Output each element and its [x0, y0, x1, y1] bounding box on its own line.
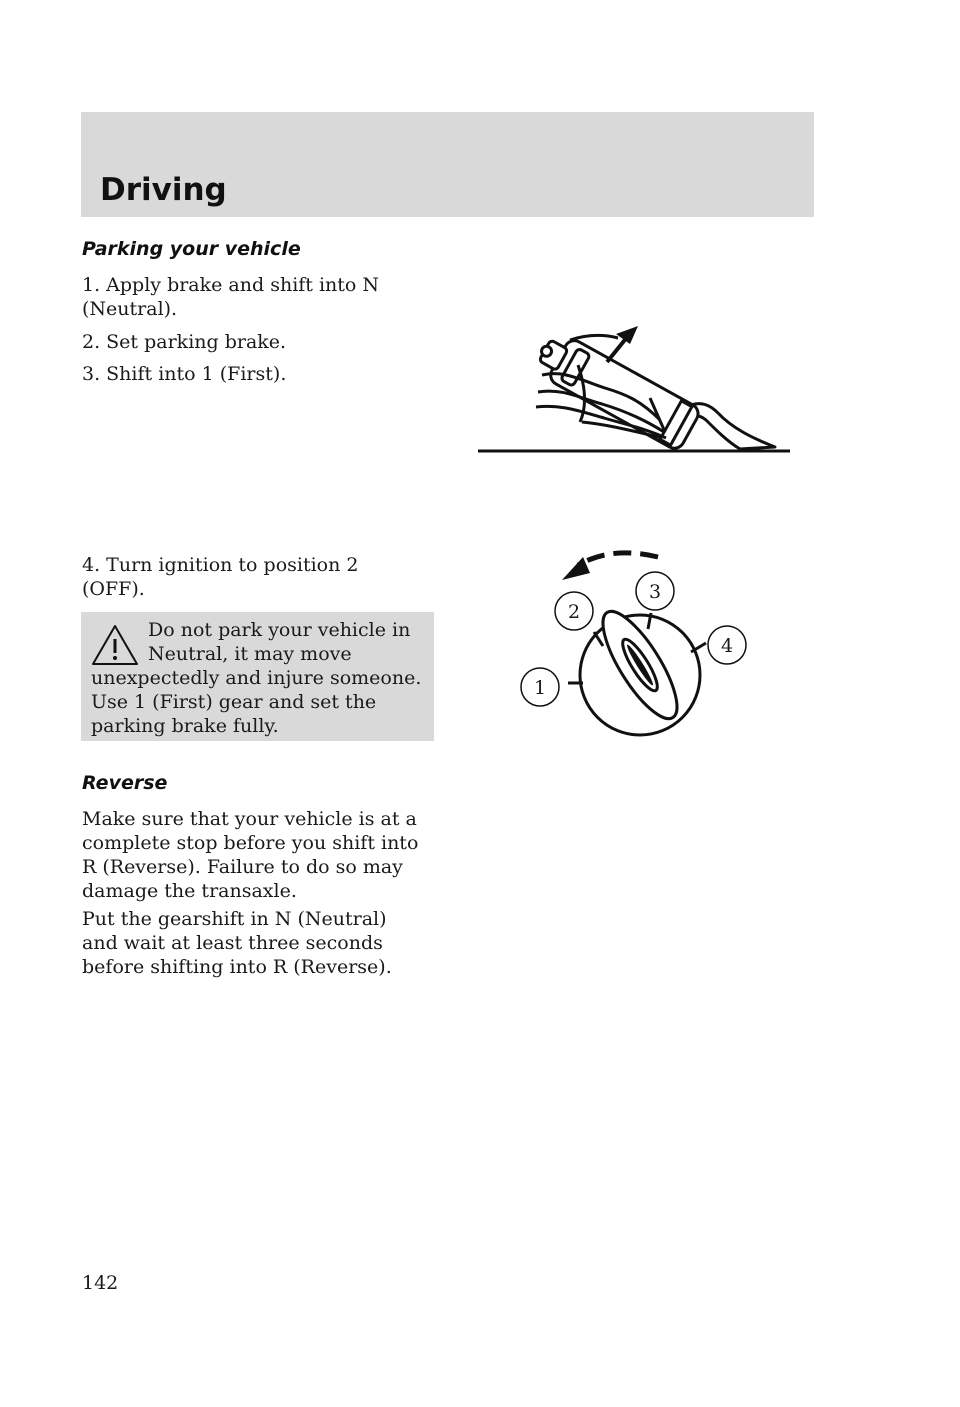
reverse-heading: Reverse — [82, 772, 168, 794]
parking-step-4: 4. Turn ignition to position 2 (OFF). — [82, 554, 359, 600]
reverse-paragraph-2: Put the gearshift in N (Neutral) and wai… — [82, 908, 392, 978]
page-header-title: Driving — [100, 172, 227, 208]
parking-step-3: 3. Shift into 1 (First). — [82, 363, 287, 385]
ignition-label-2: 2 — [568, 601, 580, 623]
ignition-label-4: 4 — [721, 635, 733, 657]
warning-box: Do not park your vehicle in Neutral, it … — [81, 612, 434, 741]
warning-triangle-icon — [92, 625, 138, 665]
ignition-label-3: 3 — [649, 581, 661, 603]
warning-text: Do not park your vehicle in Neutral, it … — [91, 619, 422, 737]
reverse-paragraph-1: Make sure that your vehicle is at a comp… — [82, 808, 419, 902]
header-band — [81, 112, 814, 217]
parking-step-1: 1. Apply brake and shift into N (Neutral… — [82, 274, 380, 320]
page-number: 142 — [82, 1272, 119, 1294]
ignition-label-1: 1 — [534, 677, 546, 699]
parking-heading: Parking your vehicle — [82, 238, 301, 260]
ignition-switch-illustration: 1 2 3 4 — [520, 550, 747, 737]
parking-step-2: 2. Set parking brake. — [82, 331, 287, 353]
parking-brake-illustration — [478, 326, 790, 453]
